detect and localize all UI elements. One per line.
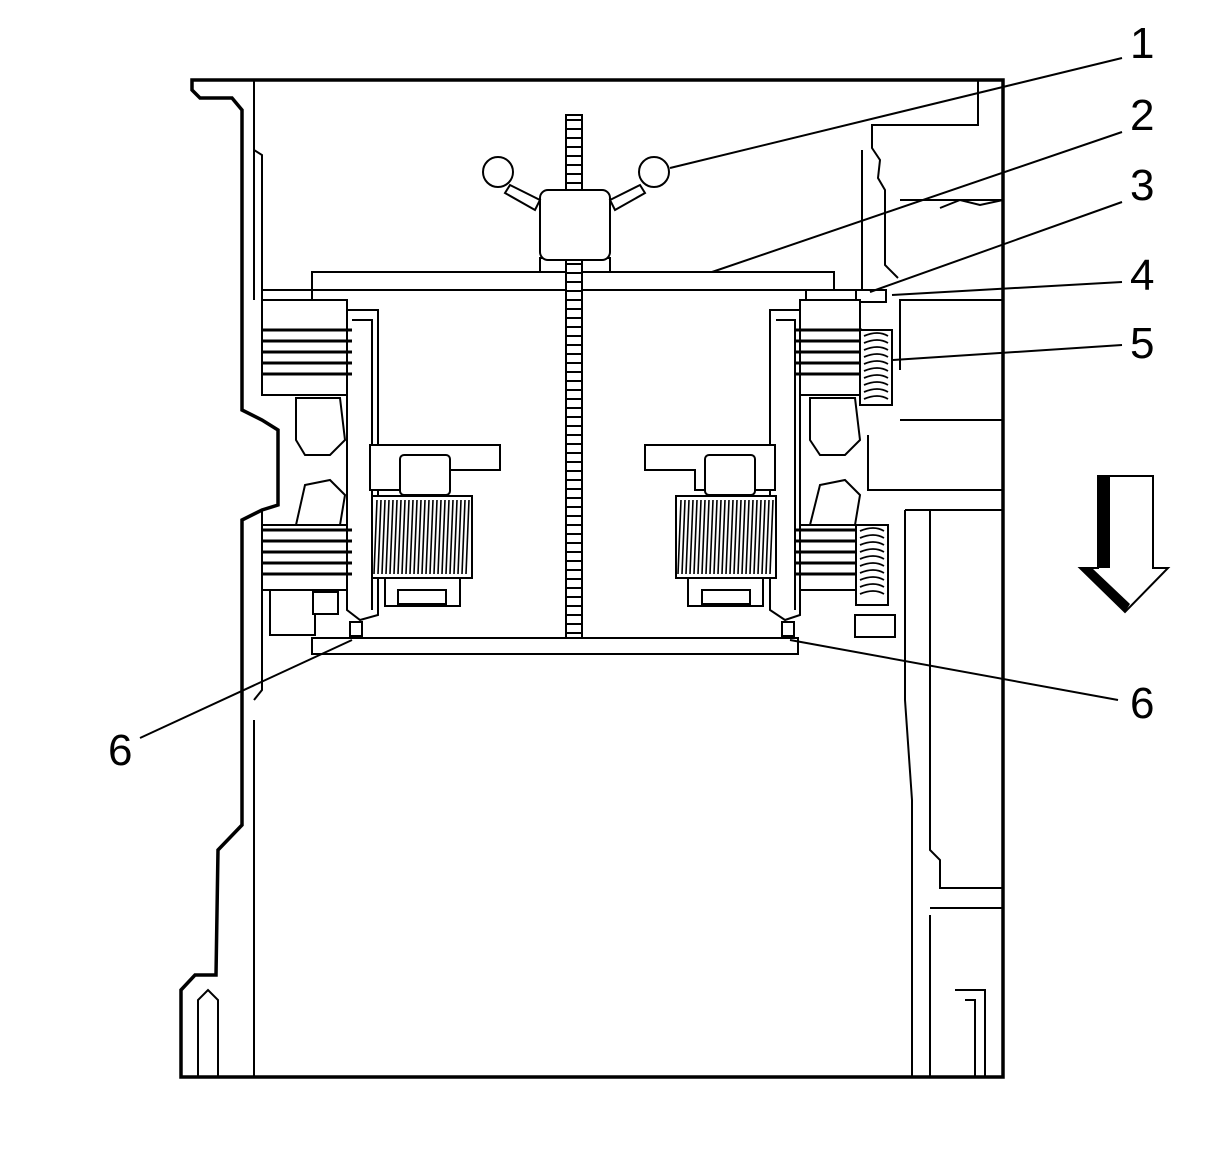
spring-coil xyxy=(863,339,889,344)
gear-tooth xyxy=(449,499,454,575)
callout-6-right: 6 xyxy=(1130,679,1154,728)
gear-tooth xyxy=(729,499,734,575)
gear-tooth xyxy=(705,499,710,575)
gear-tooth xyxy=(405,499,410,575)
gear-tooth xyxy=(393,499,398,575)
spring-coil xyxy=(863,332,889,337)
tool-handle xyxy=(482,156,670,261)
planet-gear-teeth xyxy=(677,499,774,575)
gear-tooth xyxy=(681,499,686,575)
callout-1: 1 xyxy=(1130,19,1154,68)
gear-tooth xyxy=(749,499,754,575)
gear-tooth xyxy=(397,499,402,575)
callout-6-left: 6 xyxy=(108,726,132,775)
gear-tooth xyxy=(745,499,750,575)
gear-tooth xyxy=(677,499,682,575)
leader-6-left xyxy=(139,639,353,739)
gear-tooth xyxy=(693,499,698,575)
gear-tooth xyxy=(373,499,378,575)
spring-coil xyxy=(863,346,889,351)
gear-tooth xyxy=(769,499,774,575)
gear-tooth xyxy=(389,499,394,575)
spring-coil xyxy=(863,381,889,386)
gear-tooth xyxy=(725,499,730,575)
gear-tooth xyxy=(381,499,386,575)
callout-4: 4 xyxy=(1130,251,1154,300)
tool-bottom-plate xyxy=(311,637,799,655)
leader-1 xyxy=(669,57,1123,169)
clutch-plate-stack xyxy=(795,528,862,576)
gear-tooth xyxy=(713,499,718,575)
gear-tooth xyxy=(441,499,446,575)
spring-coil xyxy=(859,534,885,539)
return-spring-top xyxy=(859,329,893,406)
leader-5 xyxy=(892,344,1123,361)
gear-tooth xyxy=(765,499,770,575)
gear-tooth xyxy=(689,499,694,575)
callout-3: 3 xyxy=(1130,161,1154,210)
gear-tooth xyxy=(721,499,726,575)
gear-tooth xyxy=(437,499,442,575)
spring-coil xyxy=(859,555,885,560)
spring-coil xyxy=(859,527,885,532)
leader-6-right xyxy=(789,639,1119,701)
gear-tooth xyxy=(421,499,426,575)
callout-5: 5 xyxy=(1130,319,1154,368)
gear-tooth xyxy=(685,499,690,575)
clutch-plate-stack xyxy=(262,528,352,576)
gear-tooth xyxy=(461,499,466,575)
leader-2 xyxy=(711,131,1123,273)
spring-coil xyxy=(863,388,889,393)
gear-tooth xyxy=(409,499,414,575)
gear-tooth xyxy=(701,499,706,575)
leader-3 xyxy=(869,201,1123,293)
gear-tooth xyxy=(457,499,462,575)
gear-tooth xyxy=(757,499,762,575)
gear-tooth xyxy=(733,499,738,575)
return-spring-bottom xyxy=(855,524,889,606)
gear-tooth xyxy=(385,499,390,575)
gear-tooth xyxy=(429,499,434,575)
gear-tooth xyxy=(445,499,450,575)
gear-tooth xyxy=(465,499,470,575)
spring-coil xyxy=(863,367,889,372)
spring-coil xyxy=(859,548,885,553)
spring-coil xyxy=(863,395,889,400)
gear-tooth xyxy=(697,499,702,575)
spring-coil xyxy=(863,374,889,379)
right-clutch-assembly xyxy=(644,289,896,638)
spring-coil xyxy=(863,353,889,358)
gear-tooth xyxy=(377,499,382,575)
clutch-plate-stack xyxy=(795,328,862,376)
gear-tooth xyxy=(741,499,746,575)
gear-tooth xyxy=(413,499,418,575)
spring-coil xyxy=(859,541,885,546)
left-clutch-assembly xyxy=(261,289,501,637)
gear-tooth xyxy=(753,499,758,575)
gear-tooth xyxy=(433,499,438,575)
spring-coil xyxy=(863,360,889,365)
spring-coil xyxy=(859,569,885,574)
leader-lines xyxy=(139,57,1123,739)
spring-coil xyxy=(859,562,885,567)
housing xyxy=(179,78,1005,1079)
gear-tooth xyxy=(761,499,766,575)
callouts: 1 2 3 4 5 6 6 xyxy=(108,19,1154,775)
spring-coil xyxy=(859,583,885,588)
callout-2: 2 xyxy=(1130,91,1154,140)
spring-coil xyxy=(859,590,885,595)
gear-tooth xyxy=(401,499,406,575)
leader-4 xyxy=(891,281,1123,296)
clutch-plate-stack xyxy=(262,328,352,376)
gear-tooth xyxy=(453,499,458,575)
gear-tooth xyxy=(417,499,422,575)
spring-coil xyxy=(859,576,885,581)
planet-gear-teeth xyxy=(373,499,470,575)
down-arrow-icon xyxy=(1077,475,1171,614)
gear-tooth xyxy=(717,499,722,575)
gear-tooth xyxy=(425,499,430,575)
gear-tooth xyxy=(737,499,742,575)
gear-tooth xyxy=(709,499,714,575)
